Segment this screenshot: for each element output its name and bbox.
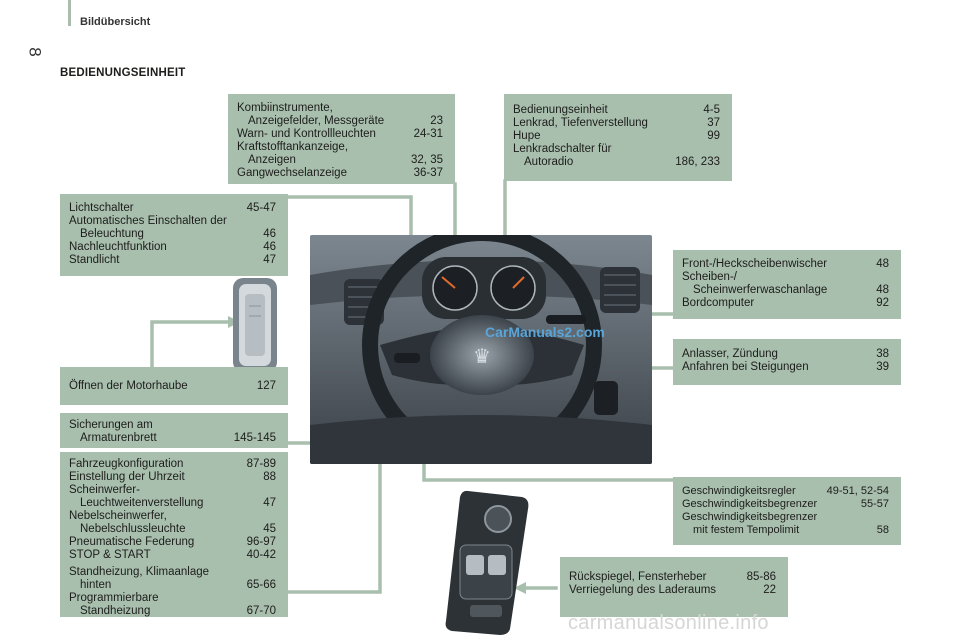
list-item: Scheinwerfer- bbox=[69, 484, 140, 496]
right-stalk bbox=[546, 315, 586, 324]
list-item: Sicherungen am bbox=[69, 419, 153, 431]
right-air-vent bbox=[600, 267, 640, 313]
photo-watermark: CarManuals2.com bbox=[485, 324, 605, 340]
list-item: Kombiinstrumente, bbox=[237, 102, 333, 114]
section-title: BEDIENUNGSEINHEIT bbox=[60, 67, 186, 79]
dashboard-photo: ♛ bbox=[310, 235, 652, 464]
list-item: Lenkradschalter für bbox=[513, 143, 612, 155]
window-left-switch-icon bbox=[466, 555, 484, 575]
window-right-switch-icon bbox=[488, 555, 506, 575]
airbag-hub bbox=[430, 315, 534, 395]
left-stalk bbox=[394, 353, 420, 363]
list-item: Programmierbare bbox=[69, 592, 159, 604]
list-item: Automatisches Einschalten der bbox=[69, 215, 227, 227]
header-accent-bar bbox=[68, 0, 71, 26]
svg-text:♛: ♛ bbox=[473, 344, 491, 368]
list-item: Scheiben-/ bbox=[682, 271, 737, 283]
footer-watermark: carmanualsonline.info bbox=[568, 612, 769, 634]
list-item: Kraftstofftankanzeige, bbox=[237, 141, 349, 153]
gear-knob bbox=[594, 381, 618, 415]
bonnet-release-photo bbox=[225, 276, 285, 374]
list-item: Geschwindigkeitsbegrenzer bbox=[682, 511, 818, 523]
list-item: Standheizung, Klimaanlage bbox=[69, 566, 210, 578]
lock-switch-icon bbox=[470, 605, 502, 617]
leader-bonnet bbox=[150, 320, 235, 369]
box-instruments: Kombiinstrumente, Anzeigefelder, Messger… bbox=[228, 94, 455, 184]
window-switch-photo bbox=[440, 485, 532, 637]
header-title: Bildübersicht bbox=[80, 16, 151, 28]
mirror-control-icon bbox=[484, 505, 512, 533]
bonnet-lever-icon bbox=[245, 294, 265, 356]
list-item: Nebelscheinwerfer, bbox=[69, 510, 167, 522]
